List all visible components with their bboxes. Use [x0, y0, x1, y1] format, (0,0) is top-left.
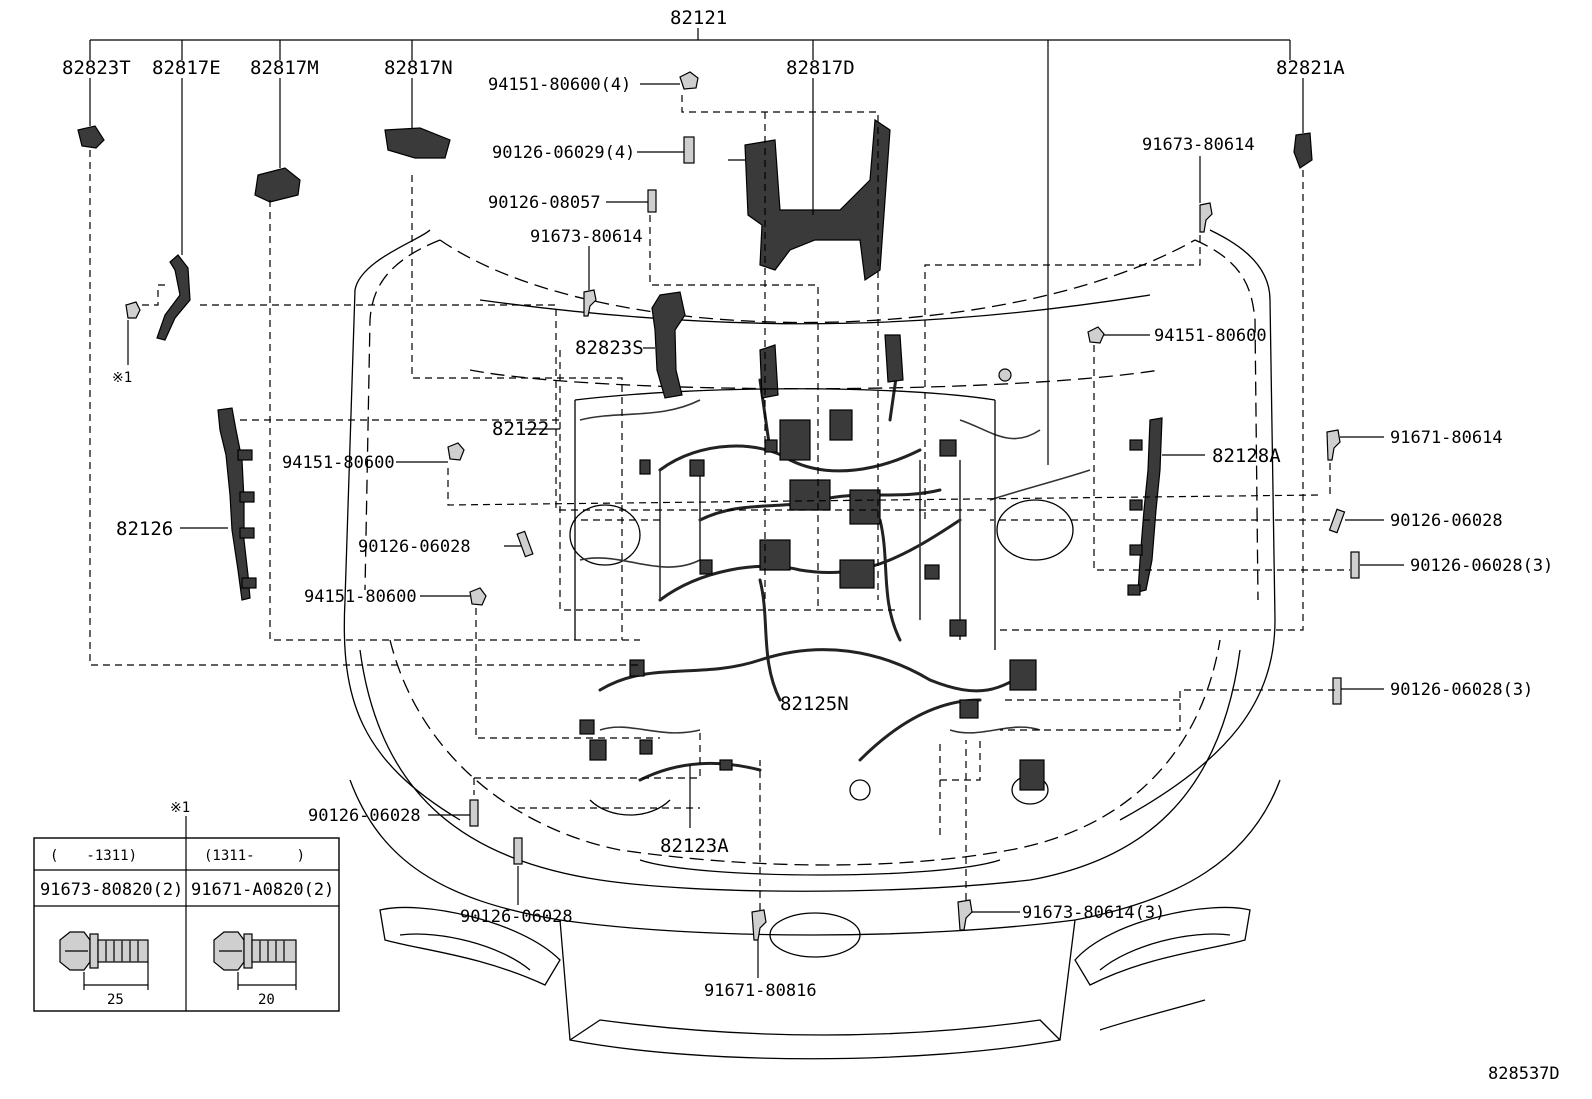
label-82122: 82122: [492, 418, 549, 440]
label-82823S: 82823S: [575, 337, 644, 359]
label-90126-06028-3b: 90126-06028(3): [1390, 680, 1533, 700]
car-body-outline: [343, 229, 1281, 1060]
label-90126-06029-4: 90126-06029(4): [492, 143, 635, 163]
label-90126-08057: 90126-08057: [488, 193, 601, 213]
part-82817N: [384, 78, 451, 159]
inset-col2-part: 91671-A0820(2): [191, 880, 334, 900]
label-82817N: 82817N: [384, 57, 453, 79]
label-94151-80600-4: 94151-80600(4): [488, 75, 631, 95]
label-82126: 82126: [116, 518, 173, 540]
dashed-reference-lines: [89, 95, 1350, 910]
label-91673-80614-3: 91673-80614(3): [1022, 903, 1165, 923]
label-94151-80600-left2: 94151-80600: [304, 587, 417, 607]
inset-col1-length: 25: [107, 992, 124, 1008]
inset-col2-length: 20: [258, 992, 275, 1008]
part-82126: [180, 407, 257, 601]
inset-bolt-table: ※1 ( -1311) (1311- ) 91673-80820(2) 9167…: [33, 800, 340, 1012]
label-91673-80614-b: 91673-80614: [1142, 135, 1255, 155]
label-90126-06028-right: 90126-06028: [1390, 511, 1503, 531]
inset-ref-mark: ※1: [170, 800, 190, 816]
label-82128A: 82128A: [1212, 445, 1281, 467]
label-82123A: 82123A: [660, 835, 729, 857]
engine-bay-harness: [574, 334, 1091, 791]
ref-mark-1: ※1: [112, 370, 132, 386]
part-82128A: [1127, 417, 1205, 596]
part-82821A: [1293, 78, 1313, 169]
inset-col2-range: (1311- ): [204, 848, 305, 864]
label-91671-80614: 91671-80614: [1390, 428, 1503, 448]
label-90126-06028-left: 90126-06028: [358, 537, 471, 557]
diagram-id: 828537D: [1488, 1064, 1560, 1084]
label-82121: 82121: [670, 7, 727, 29]
bolt-icon-20: 20: [213, 931, 297, 1008]
label-91671-80816: 91671-80816: [704, 981, 817, 1001]
part-82817M: [254, 78, 301, 203]
inset-col1-range: ( -1311): [50, 848, 137, 864]
part-labels: 82121 82823T 82817E 82817M 82817N 82817D…: [62, 7, 1560, 1084]
inset-col1-part: 91673-80820(2): [40, 880, 183, 900]
leader-lines: [127, 83, 1404, 978]
label-82817M: 82817M: [250, 57, 319, 79]
part-82823S: [643, 291, 686, 399]
label-82821A: 82821A: [1276, 57, 1345, 79]
part-82817D: [728, 118, 891, 282]
label-90126-06028-lower2: 90126-06028: [460, 907, 573, 927]
part-82817E: [142, 78, 191, 341]
label-82817D: 82817D: [786, 57, 855, 79]
part-82823T: [77, 78, 105, 149]
label-90126-06028-3a: 90126-06028(3): [1410, 556, 1553, 576]
label-82817E: 82817E: [152, 57, 221, 79]
label-94151-80600-left: 94151-80600: [282, 453, 395, 473]
label-91673-80614-a: 91673-80614: [530, 227, 643, 247]
fastener-glyphs: [125, 71, 1360, 941]
label-90126-06028-lower1: 90126-06028: [308, 806, 421, 826]
label-82125N: 82125N: [780, 693, 849, 715]
bolt-icon-25: 25: [59, 931, 149, 1008]
bracket-82121: [89, 28, 1291, 465]
label-94151-80600-right: 94151-80600: [1154, 326, 1267, 346]
label-82823T: 82823T: [62, 57, 131, 79]
